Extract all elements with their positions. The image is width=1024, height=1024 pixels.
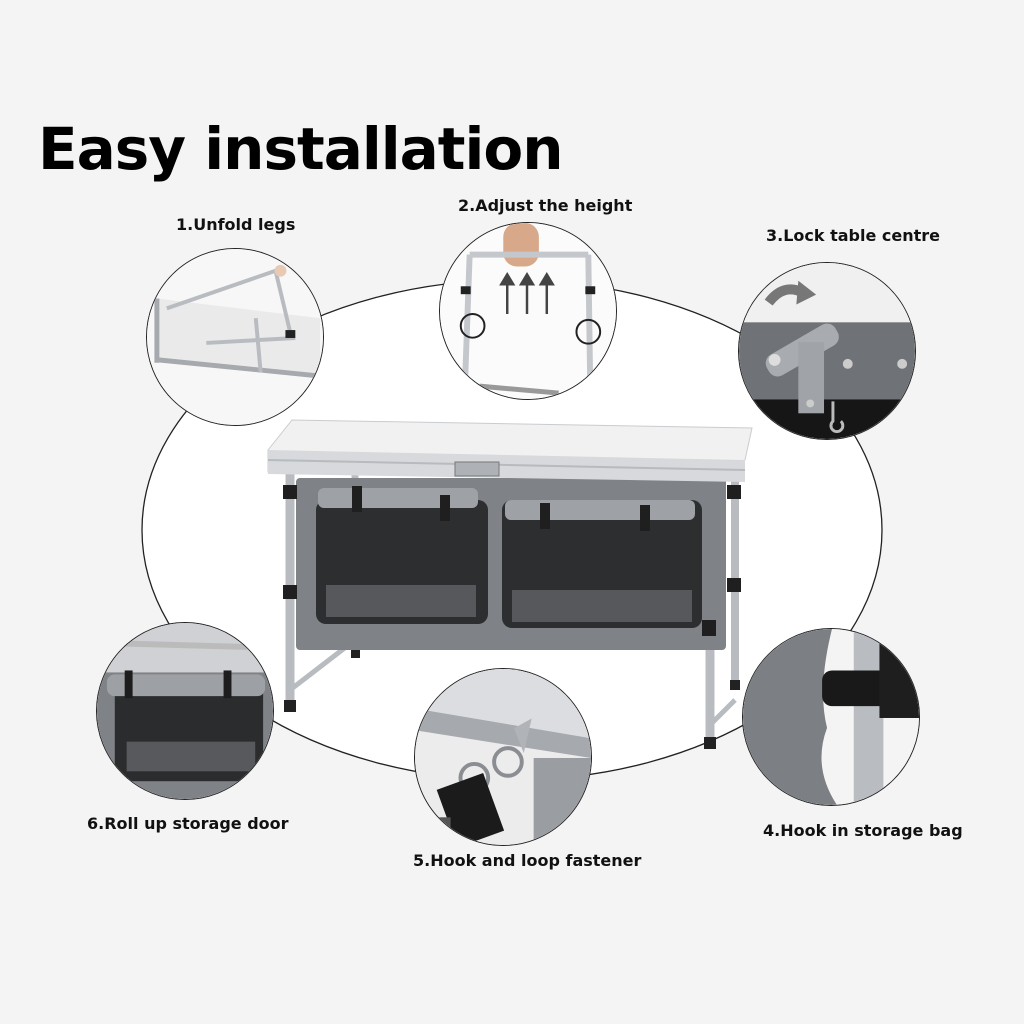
hook-bag-illustration [743,629,919,805]
step-4-image [742,628,920,806]
step-2-image [439,222,617,400]
hook-loop-illustration [415,669,591,845]
up-arrows-icon [499,272,555,314]
unfold-legs-illustration [147,249,323,425]
lock-ring-right-icon [575,318,602,345]
main-product-table [267,419,753,749]
hand-icon [503,223,539,267]
step-4-label: 4.Hook in storage bag [763,821,963,840]
step-1-image [146,248,324,426]
hook-icon [492,746,524,778]
page-title: Easy installation [38,115,563,183]
step-3-image [738,262,916,440]
step-5-label: 5.Hook and loop fastener [413,851,642,870]
lock-centre-illustration [739,263,915,439]
lock-ring-left-icon [459,312,486,339]
step-3-label: 3.Lock table centre [766,226,941,245]
step-1-label: 1.Unfold legs [176,215,296,234]
adjust-height-illustration [440,223,616,399]
step-2-label: 2.Adjust the height [458,196,633,215]
step-6-image [96,622,274,800]
step-6-label: 6.Roll up storage door [87,814,289,833]
roll-up-door-illustration [97,623,273,799]
step-5-image [414,668,592,846]
